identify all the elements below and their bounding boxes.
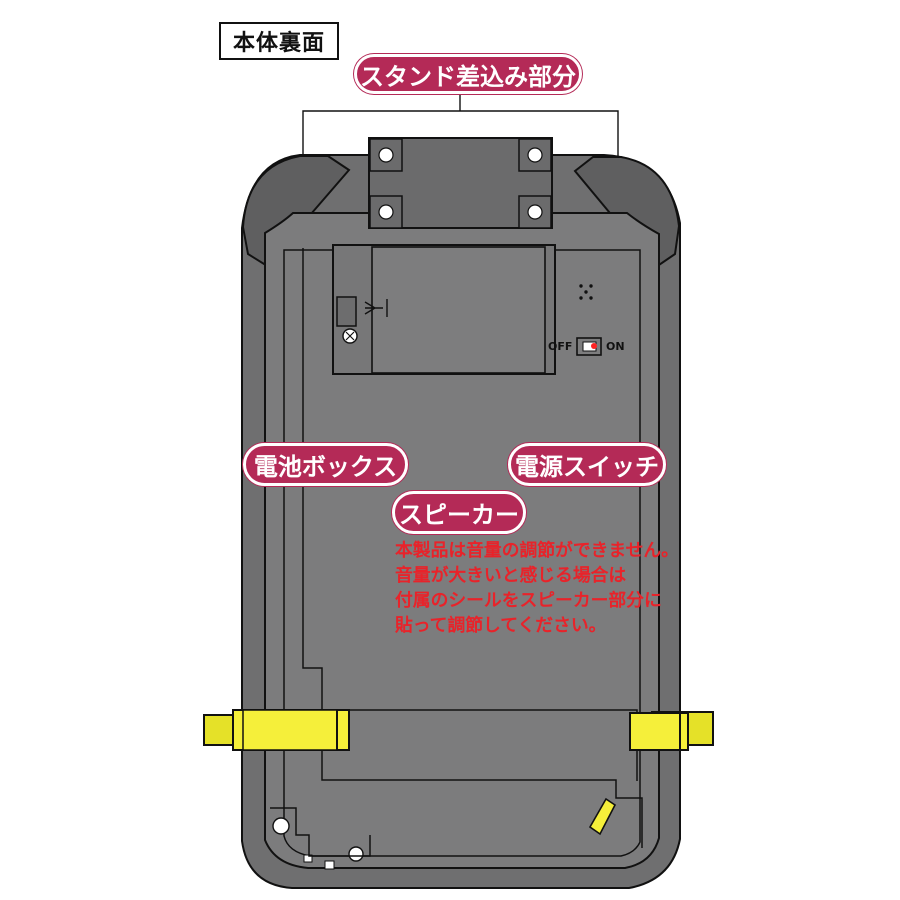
switch-on-label: ON xyxy=(606,340,625,353)
speaker-label: スピーカー xyxy=(392,491,526,534)
stand-plate-top-left-screw-icon xyxy=(378,147,394,163)
inner-border-line xyxy=(283,249,641,857)
battery-latch xyxy=(336,296,357,327)
stand-plate-bottom-left-screw-icon xyxy=(378,204,394,220)
speaker-volume-notice: 本製品は音量の調節ができません。 音量が大きいと感じる場合は 付属のシールをスピ… xyxy=(395,538,725,638)
notice-line-3: 付属のシールをスピーカー部分に xyxy=(395,590,662,611)
page-title: 本体裏面 xyxy=(219,22,339,60)
switch-off-label: OFF xyxy=(548,340,572,353)
notice-line-2: 音量が大きいと感じる場合は xyxy=(395,565,627,586)
power-switch-label: 電源スイッチ xyxy=(508,443,666,486)
bottom-left-square-1 xyxy=(303,854,313,863)
notice-line-1: 本製品は音量の調節ができません。 xyxy=(395,540,679,561)
battery-latch-arrow-icon xyxy=(364,299,388,317)
speaker-grille-icon xyxy=(579,284,593,300)
notice-line-4: 貼って調節してください。 xyxy=(395,615,607,636)
bottom-left-screw-1-icon xyxy=(272,817,290,835)
inner-cutout-line xyxy=(302,248,643,848)
stand-plate-bottom-right-screw-icon xyxy=(527,204,543,220)
inner-main-panel xyxy=(264,212,660,869)
right-mount-arm-band xyxy=(629,712,689,751)
battery-box-label: 電池ボックス xyxy=(243,443,408,486)
battery-cover-screw-cross-icon xyxy=(345,331,355,341)
left-mount-arm-shadow xyxy=(242,709,338,751)
stand-insert-label: スタンド差込み部分 xyxy=(354,54,582,94)
bottom-left-square-2 xyxy=(324,860,335,870)
power-switch-on-indicator-icon xyxy=(591,343,597,349)
bottom-left-detail-line xyxy=(270,807,371,857)
stand-plate-top-right-screw-icon xyxy=(527,147,543,163)
lower-panel-line xyxy=(285,709,638,781)
stand-leader-line xyxy=(302,94,619,190)
bottom-left-screw-2-icon xyxy=(348,846,364,862)
battery-cover xyxy=(371,246,546,374)
bottom-right-yellow-tab xyxy=(588,797,617,836)
